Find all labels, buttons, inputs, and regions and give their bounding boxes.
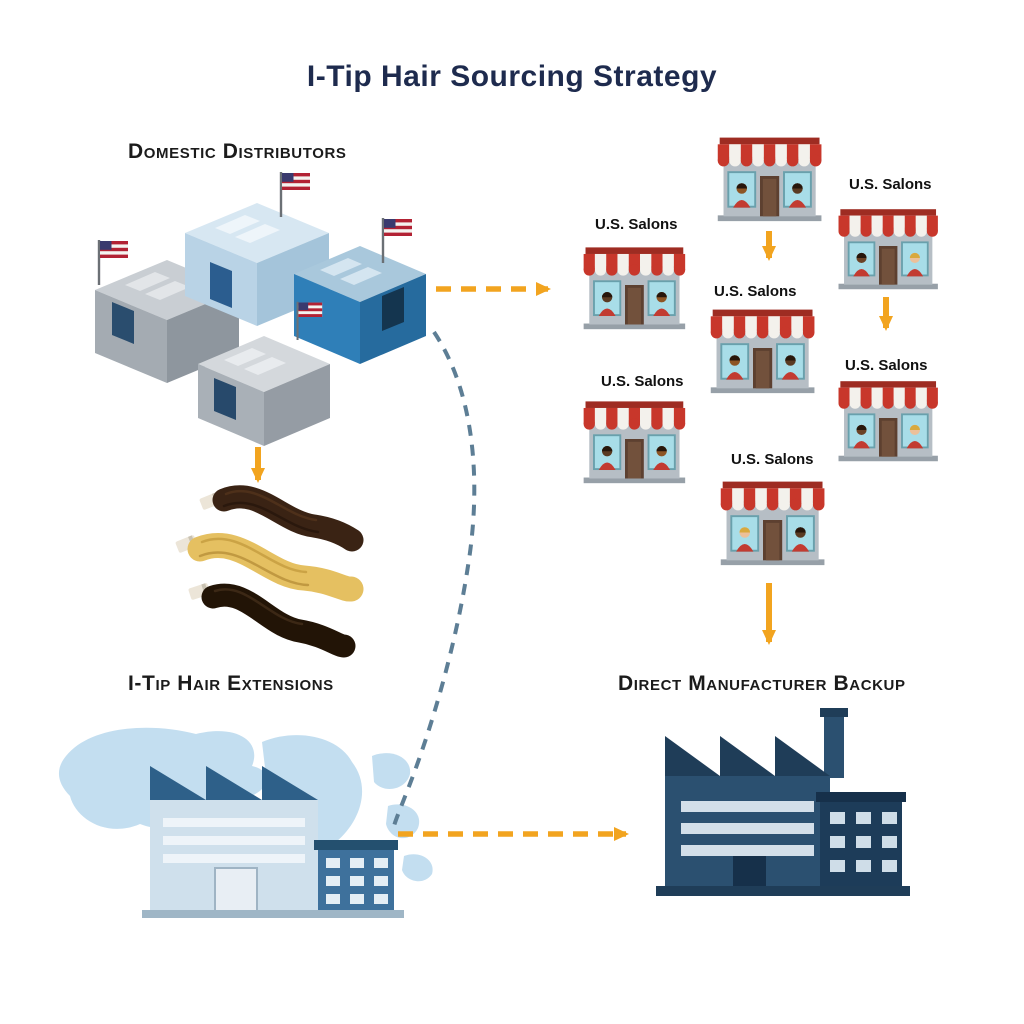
us-flag-icon (279, 170, 312, 218)
hair-extensions-illustration (175, 485, 364, 658)
label-us-salons: U.S. Salons (595, 216, 678, 233)
salon-storefront (716, 136, 823, 223)
salons-grid (582, 136, 939, 567)
label-direct-manufacturer-backup: Direct Manufacturer Backup (618, 672, 906, 695)
label-itip-hair-extensions: I-Tip Hair Extensions (128, 672, 334, 695)
curve-distributors-to-factory (391, 330, 477, 831)
flow-arrows (251, 231, 893, 841)
label-us-salons: U.S. Salons (714, 283, 797, 300)
label-domestic-distributors: Domestic Distributors (128, 140, 347, 163)
warehouse-lightblue-top (185, 203, 329, 326)
salon-storefront (709, 308, 816, 395)
us-flag-icon (381, 216, 414, 264)
overseas-factory-illustration (142, 766, 404, 918)
backup-factory-illustration (656, 708, 910, 896)
label-us-salons: U.S. Salons (731, 451, 814, 468)
salon-storefront (837, 380, 939, 463)
label-us-salons: U.S. Salons (849, 176, 932, 193)
warehouse-blue-right (294, 246, 426, 364)
warehouse-gray-front (198, 336, 330, 446)
label-us-salons: U.S. Salons (845, 357, 928, 374)
label-us-salons: U.S. Salons (601, 373, 684, 390)
annex-window-grid (830, 812, 897, 872)
diagram-title: I-Tip Hair Sourcing Strategy (306, 60, 718, 93)
salon-storefront (837, 208, 939, 291)
salon-storefront (719, 480, 826, 567)
annex-window-grid (326, 858, 388, 904)
domestic-distributors-warehouses (95, 170, 426, 446)
salon-storefront (582, 246, 687, 331)
salon-storefront (582, 400, 687, 485)
